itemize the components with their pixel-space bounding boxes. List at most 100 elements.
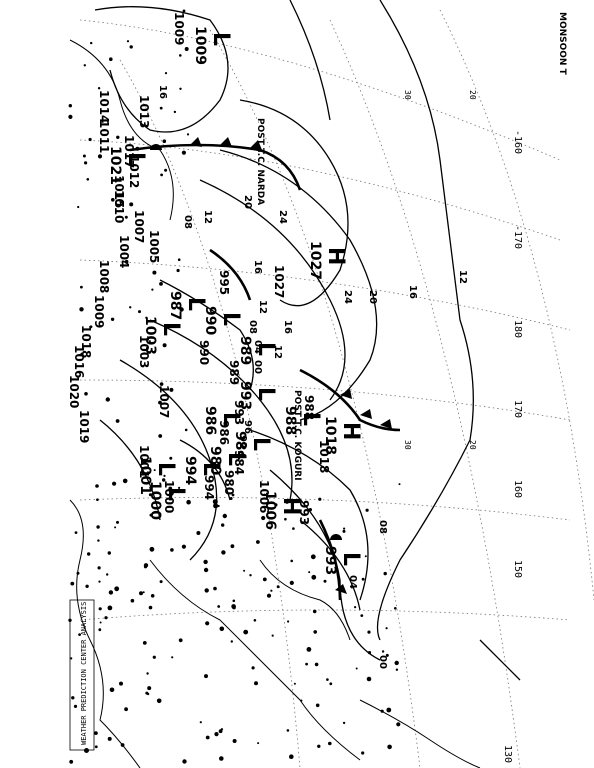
station-dot (97, 87, 101, 90)
station-dot (293, 682, 296, 685)
station-dot (179, 307, 184, 312)
station-dot (203, 567, 209, 573)
contour-label: 08 (247, 320, 258, 334)
station-dot (139, 591, 143, 596)
station-dot (148, 493, 152, 497)
station-dot (70, 657, 73, 660)
isobar-label: 1019 (77, 410, 91, 443)
station-dot (97, 539, 100, 542)
pressure-center-value: 1000 (147, 481, 163, 520)
station-dot (68, 114, 73, 119)
contour-label: 24 (277, 210, 288, 224)
station-dot (109, 57, 113, 61)
isobar-label: 1020 (67, 375, 81, 408)
station-dots (68, 9, 401, 764)
pressure-center-letter: L (163, 487, 188, 501)
station-dot (68, 104, 73, 108)
station-dot (181, 544, 186, 549)
station-dot (129, 306, 132, 309)
isobar-label: 1004 (117, 235, 131, 268)
pressure-center-letter: L (223, 452, 248, 466)
pressure-center-value: 984 (232, 431, 248, 460)
pressure-center-value: 1006 (262, 491, 278, 530)
station-dot (243, 569, 246, 572)
station-dot (221, 523, 225, 527)
storm-label: POST T.C. NARDA (255, 118, 265, 205)
contour-label: 16 (407, 285, 418, 299)
isobar-label: 1015 (112, 175, 126, 208)
station-dot (173, 110, 177, 114)
pressure-center-letter: L (198, 462, 223, 476)
storm-label: MONSOON T (557, 12, 567, 76)
station-dot (395, 668, 399, 671)
legend-box: WEATHER PREDICTION CENTER ANALYSIS (69, 599, 95, 751)
station-dot (80, 285, 83, 289)
station-dot (219, 626, 225, 632)
station-dot (355, 667, 358, 670)
isobar-label: 994 (202, 475, 216, 500)
station-dot (310, 554, 316, 560)
station-dot (262, 577, 267, 582)
station-dot (276, 585, 280, 589)
isobar-label: 995 (217, 270, 231, 295)
station-dot (69, 759, 74, 764)
longitude-label: 150 (512, 560, 523, 578)
station-dot (98, 580, 101, 583)
station-dot (232, 739, 237, 743)
station-dot (170, 548, 174, 552)
station-dot (84, 748, 89, 753)
isobar-label: 988 (302, 395, 316, 420)
station-dot (328, 741, 332, 746)
station-dot (87, 552, 91, 556)
isobar-label: 1012 (127, 155, 141, 188)
station-dot (398, 483, 401, 486)
station-dot (186, 133, 190, 136)
station-dot (70, 581, 75, 586)
station-dot (249, 574, 252, 577)
station-dot (361, 751, 365, 755)
station-dot (119, 681, 123, 686)
station-dot (230, 544, 235, 549)
station-dot (204, 588, 209, 593)
isobar-label: 993 (232, 400, 246, 425)
station-dot (95, 484, 99, 488)
longitude-label: 130 (502, 745, 513, 763)
station-dot (104, 616, 108, 620)
pressure-center-value: 993 (322, 546, 338, 575)
isobar-label: 1018 (79, 325, 93, 358)
station-dot (213, 503, 219, 509)
pressure-center-value: 988 (282, 406, 298, 435)
station-dot (163, 474, 166, 477)
longitude-label: 180 (512, 320, 523, 338)
station-dot (109, 687, 115, 693)
longitude-label: 170 (512, 400, 523, 418)
station-dot (142, 591, 145, 594)
station-dot (289, 754, 294, 759)
station-dot (143, 565, 148, 569)
isobar-label: 1003 (137, 335, 151, 368)
station-dot (89, 325, 93, 329)
contour-label: 16 (252, 260, 263, 274)
station-dot (98, 607, 102, 611)
station-dot (311, 574, 317, 580)
station-dot (243, 629, 249, 635)
station-dot (219, 756, 224, 761)
isobar-label: 1006 (257, 480, 271, 513)
station-dot (138, 310, 141, 314)
station-dot (205, 735, 210, 740)
station-dot (184, 47, 189, 51)
station-dot (116, 520, 119, 524)
station-dot (323, 579, 327, 583)
station-dot (386, 707, 392, 713)
station-dot (152, 655, 156, 659)
pressure-center-value: 986 (202, 406, 218, 435)
station-dot (312, 609, 317, 614)
station-dot (361, 577, 365, 581)
station-dot (86, 178, 90, 181)
station-dot (266, 593, 272, 598)
station-dot (78, 633, 81, 636)
station-dot (85, 584, 89, 588)
station-dot (112, 481, 117, 486)
